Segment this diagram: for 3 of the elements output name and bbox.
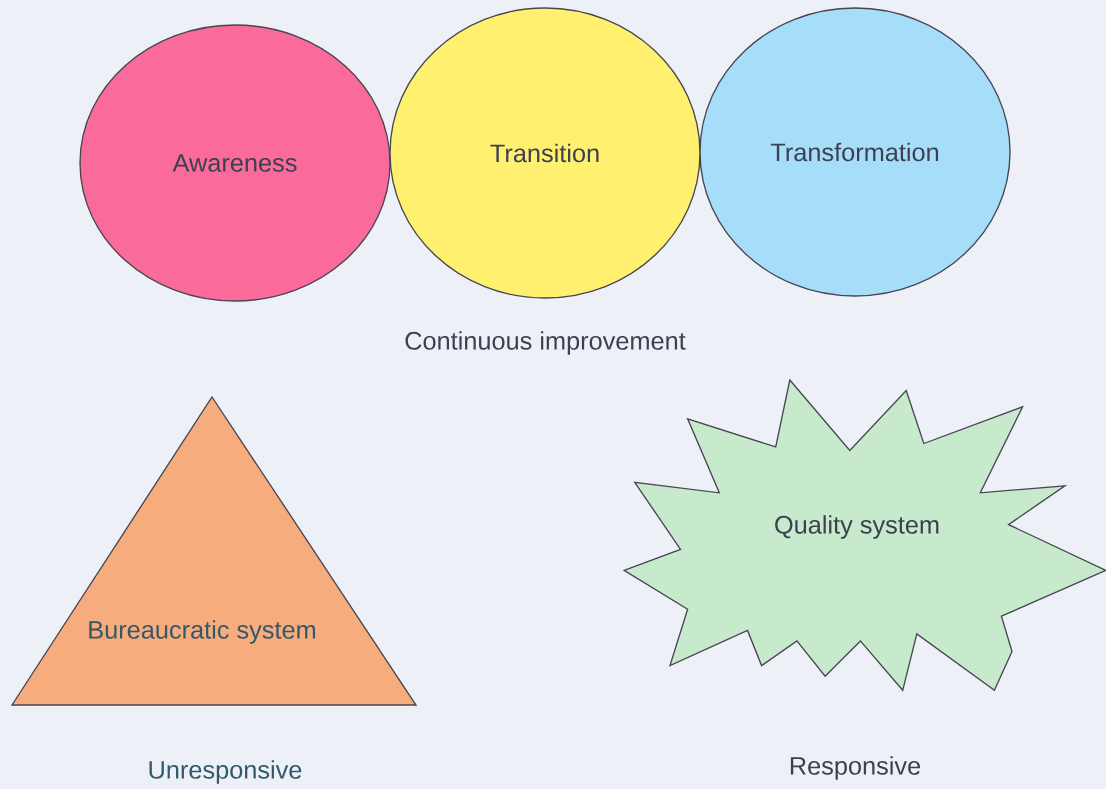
caption-text: Responsive xyxy=(790,756,921,780)
caption-text: Continuous improvement xyxy=(405,331,686,355)
caption-text: Unresponsive xyxy=(149,760,302,784)
